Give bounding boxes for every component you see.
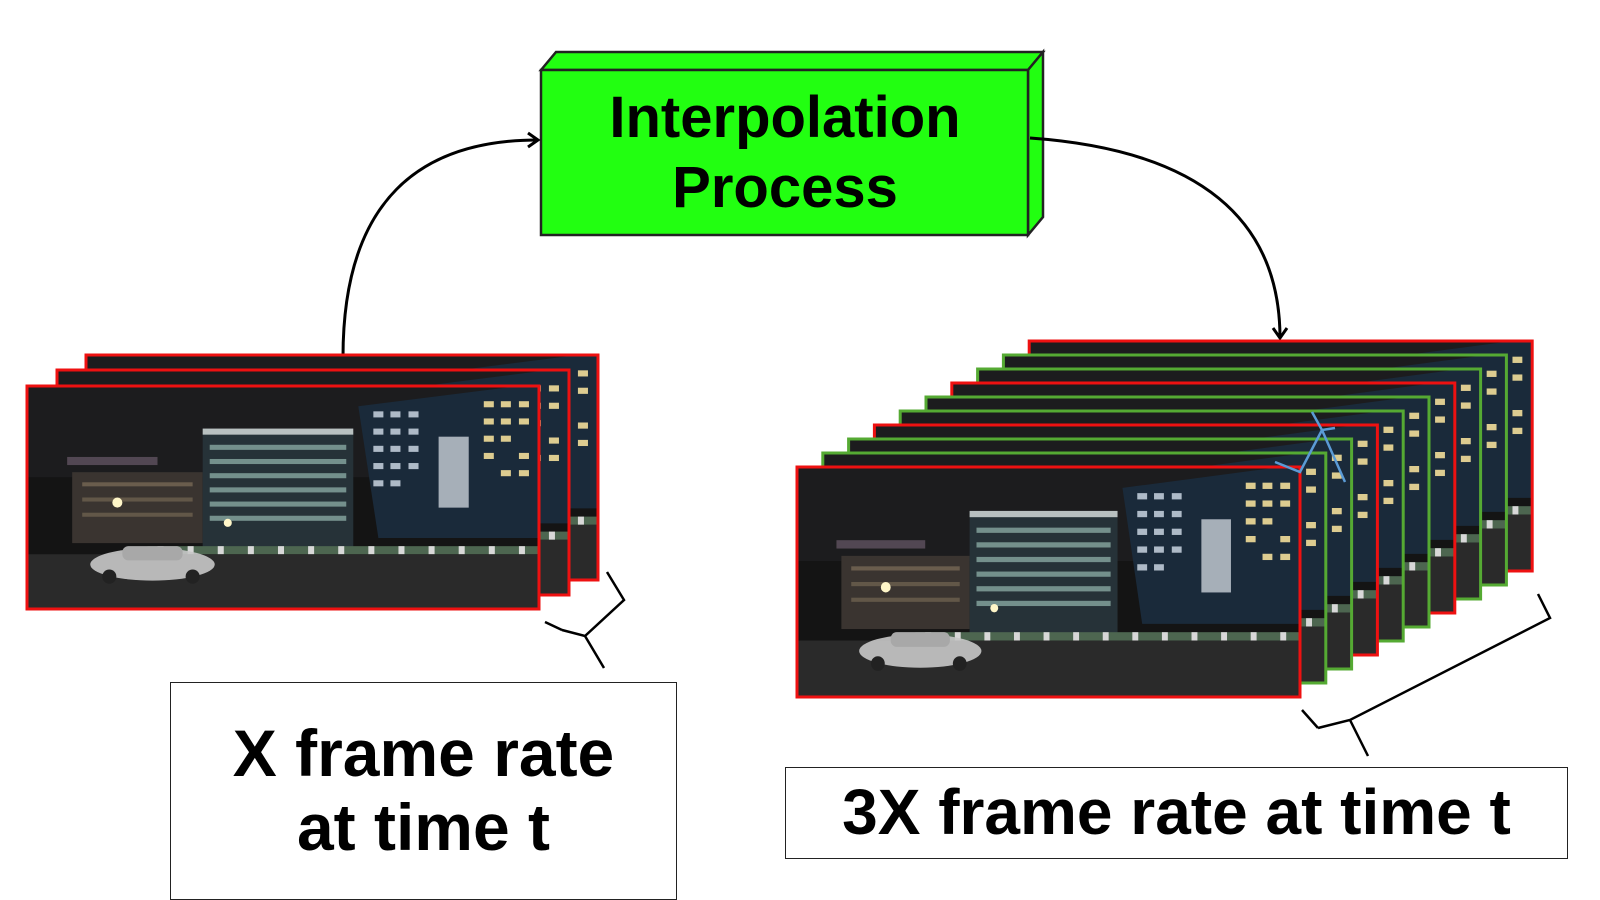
arrow-input-to-process (341, 131, 541, 358)
input-rate-label-line1: X frame rate (232, 716, 615, 791)
process-box-top-face (538, 50, 1046, 72)
input-rate-label-box: X frame rate at time t (170, 682, 677, 900)
output-original-frame (795, 465, 1302, 699)
output-rate-label: 3X frame rate at time t (842, 776, 1511, 849)
input-rate-label: X frame rate at time t (232, 716, 615, 865)
process-label-line1: Interpolation (609, 84, 961, 150)
process-label-line2: Process (672, 154, 898, 220)
input-frame (25, 384, 541, 611)
arrow-process-to-output (1029, 136, 1289, 341)
output-frame-stack (795, 339, 1534, 699)
input-rate-label-line2: at time t (296, 790, 551, 864)
input-frame-stack (25, 353, 600, 611)
right-group-brace (1301, 593, 1552, 757)
process-box-side-face (1026, 48, 1045, 239)
interpolation-process-box (538, 48, 1046, 239)
crossing-mark-icon (1274, 411, 1347, 483)
interpolation-process-label: Interpolation Process (545, 70, 1025, 235)
process-box-front-face (539, 68, 1030, 237)
output-rate-label-box: 3X frame rate at time t (785, 767, 1568, 859)
left-group-brace (544, 571, 626, 669)
